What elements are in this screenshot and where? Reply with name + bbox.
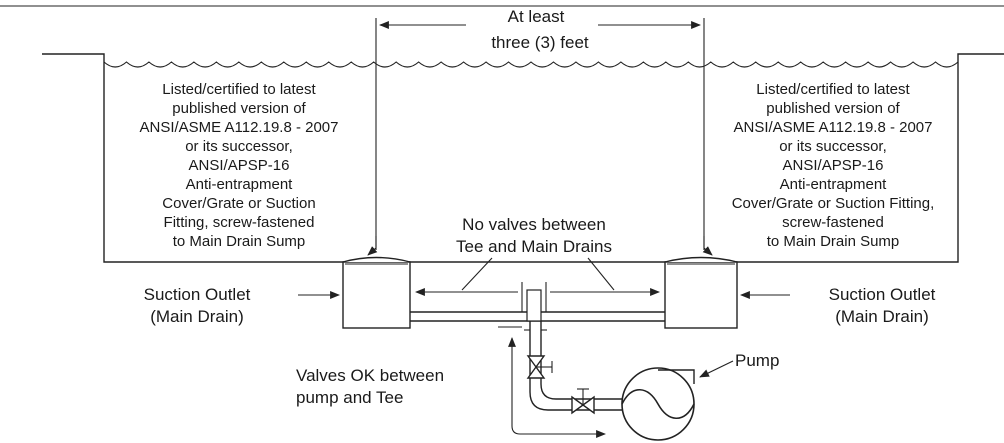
pump-pointer	[699, 360, 734, 378]
valves-ok-line-1: Valves OK between	[296, 366, 444, 385]
left-note-line: Anti-entrapment	[186, 176, 294, 193]
pump-icon	[621, 367, 695, 441]
left-main-drain-sump	[342, 256, 411, 329]
right-note-line: ANSI/APSP-16	[783, 157, 884, 174]
valves-ok-line-2: pump and Tee	[296, 388, 403, 407]
pump-label: Pump	[735, 351, 779, 370]
left-note-line: Cover/Grate or Suction	[162, 195, 315, 212]
right-note-line: screw-fastened	[782, 214, 884, 231]
right-note-line: Anti-entrapment	[780, 176, 888, 193]
left-cover-pointer	[367, 236, 378, 256]
suction-outlet-left-line-2: (Main Drain)	[150, 307, 244, 326]
right-cover-pointer	[702, 236, 713, 256]
right-note-line: Cover/Grate or Suction Fitting,	[732, 195, 935, 212]
right-note-line: published version of	[766, 100, 900, 117]
right-note-line: Listed/certified to latest	[756, 81, 910, 98]
vertical-valve-icon	[526, 355, 553, 379]
water-surface	[103, 61, 959, 68]
right-note-line: to Main Drain Sump	[767, 233, 900, 250]
left-note-line: Fitting, screw-fastened	[164, 214, 315, 231]
no-valves-line-2: Tee and Main Drains	[456, 237, 612, 256]
suction-outlet-right-line-2: (Main Drain)	[835, 307, 929, 326]
right-cover-note: Listed/certified to latest published ver…	[732, 81, 935, 250]
left-cover-note: Listed/certified to latest published ver…	[139, 81, 338, 250]
left-note-line: ANSI/APSP-16	[189, 157, 290, 174]
left-note-line: ANSI/ASME A112.19.8 - 2007	[139, 119, 338, 136]
pump-suction-pipe	[524, 321, 622, 411]
no-valves-line-1: No valves between	[462, 215, 606, 234]
right-main-drain-sump	[664, 256, 738, 329]
left-note-line: Listed/certified to latest	[162, 81, 316, 98]
dimension-label-line-2: three (3) feet	[491, 33, 589, 52]
valves-ok-bracket	[508, 337, 606, 438]
suction-outlet-left-line-1: Suction Outlet	[144, 285, 251, 304]
tee-fitting	[521, 282, 547, 322]
left-note-line: or its successor,	[185, 138, 293, 155]
right-note-line: or its successor,	[779, 138, 887, 155]
no-valves-leader-left	[461, 257, 493, 291]
no-valves-leader-right	[587, 257, 615, 291]
suction-outlet-right-line-1: Suction Outlet	[829, 285, 936, 304]
left-note-line: to Main Drain Sump	[173, 233, 306, 250]
left-note-line: published version of	[172, 100, 306, 117]
pool-outline	[42, 53, 1004, 263]
dimension-label-line-1: At least	[508, 7, 565, 26]
right-note-line: ANSI/ASME A112.19.8 - 2007	[733, 119, 932, 136]
